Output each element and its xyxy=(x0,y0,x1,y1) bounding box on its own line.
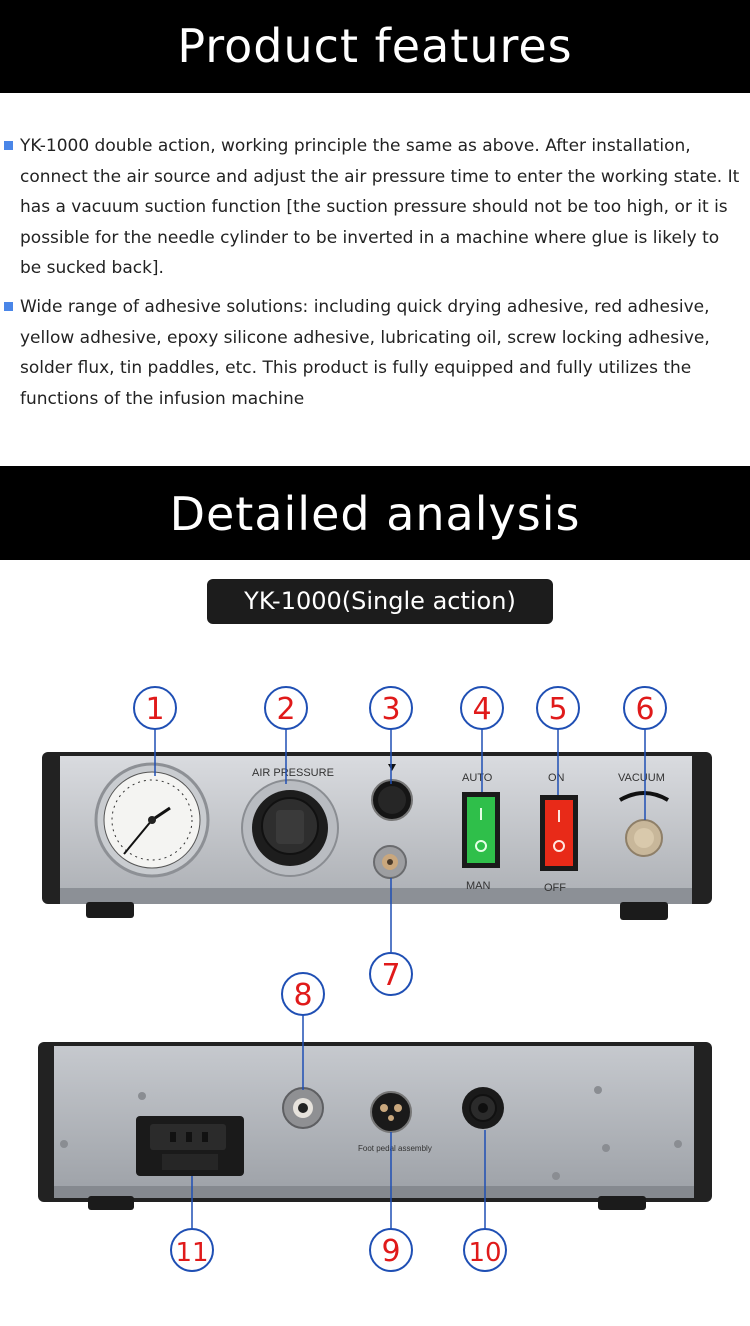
callout-10: 10 xyxy=(463,1228,507,1272)
analysis-banner: Detailed analysis xyxy=(0,466,750,560)
callout-number: 1 xyxy=(145,692,164,727)
timer-knob[interactable] xyxy=(371,779,413,821)
man-label: MAN xyxy=(466,880,491,892)
indicator-arrow-icon xyxy=(388,764,396,771)
off-label: OFF xyxy=(544,882,566,894)
air-output-connector xyxy=(373,845,407,879)
callout-lines-back xyxy=(191,1014,486,1230)
vacuum-arc-icon xyxy=(618,791,670,802)
callout-number: 4 xyxy=(472,692,491,727)
air-input-connector xyxy=(282,1087,324,1129)
callout-number: 2 xyxy=(276,692,295,727)
vacuum-knob[interactable] xyxy=(625,819,663,857)
foot-pedal-label: Foot pedal assembly xyxy=(358,1144,432,1153)
callout-number: 5 xyxy=(548,692,567,727)
air-pressure-knob[interactable] xyxy=(241,779,339,877)
callout-number: 10 xyxy=(468,1238,501,1268)
power-inlet xyxy=(136,1116,244,1176)
callout-11: 11 xyxy=(170,1228,214,1272)
foot-pedal-connector xyxy=(370,1091,412,1133)
callout-number: 3 xyxy=(381,692,400,727)
model-label: YK-1000(Single action) xyxy=(207,579,553,624)
callout-9: 9 xyxy=(369,1228,413,1272)
feature-text-2: Wide range of adhesive solutions: includ… xyxy=(20,297,710,409)
model-label-text: YK-1000(Single action) xyxy=(244,587,516,615)
callout-number: 6 xyxy=(635,692,654,727)
callout-number: 9 xyxy=(381,1234,400,1269)
analysis-title: Detailed analysis xyxy=(169,487,581,541)
vacuum-label: VACUUM xyxy=(618,772,665,784)
callout-8: 8 xyxy=(281,972,325,1016)
callout-number: 7 xyxy=(381,958,400,993)
callout-3: 3 xyxy=(369,686,413,730)
callout-5: 5 xyxy=(536,686,580,730)
features-title: Product features xyxy=(177,19,573,73)
bullet-icon xyxy=(4,302,13,311)
device-illustration: AIR PRESSURE AUTO MAN ON OFF VACUUM xyxy=(38,686,712,1272)
bullet-icon xyxy=(4,141,13,150)
callout-1: 1 xyxy=(133,686,177,730)
on-label: ON xyxy=(548,772,565,784)
power-switch[interactable] xyxy=(540,795,578,871)
air-pressure-label: AIR PRESSURE xyxy=(252,767,334,779)
pressure-gauge xyxy=(94,762,210,878)
feature-paragraph: YK-1000 double action, working principle… xyxy=(4,131,742,284)
auto-label: AUTO xyxy=(462,772,493,784)
callout-number: 8 xyxy=(293,978,312,1013)
callout-7: 7 xyxy=(369,952,413,996)
features-banner: Product features xyxy=(0,0,750,93)
auto-man-switch[interactable] xyxy=(462,792,500,868)
callout-2: 2 xyxy=(264,686,308,730)
vacuum-port xyxy=(462,1087,504,1129)
callout-4: 4 xyxy=(460,686,504,730)
callout-lines xyxy=(154,726,646,952)
callout-number: 11 xyxy=(175,1238,208,1268)
feature-paragraph: Wide range of adhesive solutions: includ… xyxy=(4,292,742,414)
callout-6: 6 xyxy=(623,686,667,730)
feature-text-1: YK-1000 double action, working principle… xyxy=(20,136,740,278)
